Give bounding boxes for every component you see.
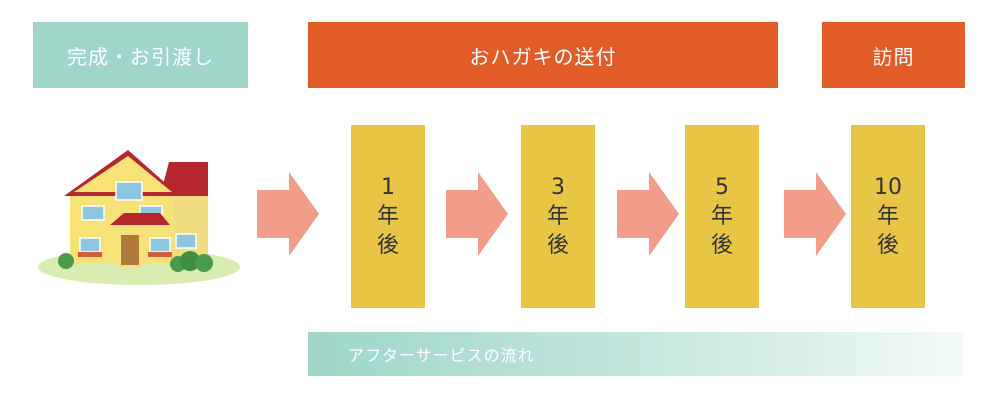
right-arrow-icon — [617, 172, 679, 256]
step-suffix: 後 — [710, 233, 733, 258]
after-service-flow-bar: アフターサービスの流れ — [308, 332, 963, 376]
after-service-flow-label: アフターサービスの流れ — [348, 346, 535, 365]
header-postcard-label: おハガキの送付 — [469, 44, 617, 69]
header-handover: 完成・お引渡し — [33, 22, 248, 88]
house-illustration — [38, 150, 240, 285]
step-1-year: 1 年 後 — [351, 125, 425, 308]
step-suffix: 後 — [376, 233, 399, 258]
step-10-year: 10 年 後 — [851, 125, 925, 308]
step-3-year: 3 年 後 — [521, 125, 595, 308]
step-number: 3 — [551, 175, 565, 200]
step-5-year: 5 年 後 — [685, 125, 759, 308]
right-arrow-icon — [257, 172, 319, 256]
header-visit: 訪問 — [822, 22, 965, 88]
step-suffix: 後 — [876, 233, 899, 258]
step-unit: 年 — [876, 204, 899, 229]
header-handover-label: 完成・お引渡し — [67, 44, 214, 69]
header-visit-label: 訪問 — [872, 44, 915, 69]
step-unit: 年 — [546, 204, 569, 229]
step-number: 5 — [715, 175, 729, 200]
step-unit: 年 — [710, 204, 733, 229]
right-arrow-icon — [446, 172, 508, 256]
step-suffix: 後 — [546, 233, 569, 258]
header-postcard: おハガキの送付 — [308, 22, 778, 88]
step-unit: 年 — [376, 204, 399, 229]
step-number: 1 — [381, 175, 395, 200]
step-number: 10 — [874, 175, 902, 200]
right-arrow-icon — [784, 172, 846, 256]
